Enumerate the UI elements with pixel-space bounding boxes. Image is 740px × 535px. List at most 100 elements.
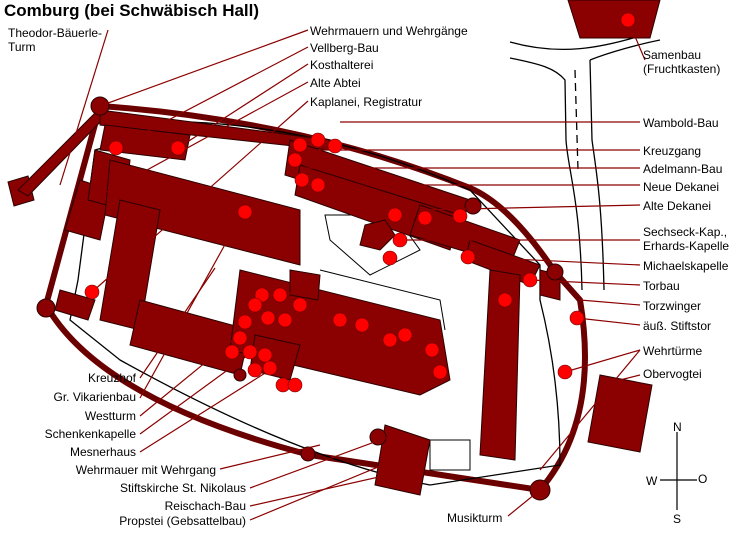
compass-south: S [673,512,682,526]
marker [237,204,253,220]
tower-ne [464,197,482,215]
label-adelmann-bau: Adelmann-Bau [643,162,723,176]
compass-north: N [673,420,682,434]
label-wambold-bau: Wambold-Bau [643,116,719,130]
label-mesnerhaus: Mesnerhaus [69,445,136,459]
marker [382,250,398,266]
marker [497,292,513,308]
building-samenbau [567,0,661,39]
label-kreuzhof: Kreuzhof [87,371,136,385]
label-wehrmauern: Wehrmauern und Wehrgänge [310,24,468,38]
marker [170,140,186,156]
marker [310,177,326,193]
marker [247,362,263,378]
marker [392,232,408,248]
markers [84,12,636,393]
stair-outline [319,269,446,331]
building-obervogtei [587,374,653,453]
label-michaelskapelle: Michaelskapelle [643,259,729,273]
tower-e [546,263,564,281]
marker [557,364,573,380]
marker [257,347,273,363]
building-kaplanei [54,289,96,321]
marker [432,364,448,380]
marker [327,138,343,154]
label-stiftskirche: Stiftskirche St. Nikolaus [119,481,246,495]
label-line: Sechseck-Kap., [643,225,728,239]
label-propstei: Propstei (Gebsattelbau) [119,514,246,528]
marker [620,12,636,28]
building-church-tower-left [289,269,321,301]
label-kreuzgang: Kreuzgang [643,144,702,158]
compass-west: W [646,474,658,488]
label-alte-abtei: Alte Abtei [310,76,361,90]
label-torzwinger: Torzwinger [643,299,702,313]
marker [272,287,288,303]
marker [460,249,476,265]
label-line: Erhards-Kapelle [643,239,730,253]
marker [387,207,403,223]
marker [108,140,124,156]
label-obervogtei: Obervogtei [643,367,702,381]
road-lines [509,35,661,291]
label-reischach-bau: Reischach-Bau [164,499,246,513]
marker [292,137,308,153]
label-aeuss-stiftstor: äuß. Stiftstor [643,319,712,333]
marker [247,297,263,313]
building-sechseck-kapelle [359,219,396,251]
label-schenkenkapelle: Schenkenkapelle [44,427,136,441]
marker [224,344,240,360]
label-neue-dekanei: Neue Dekanei [643,180,720,194]
label-gr-vikarienbau: Gr. Vikarienbau [53,390,137,404]
label-alte-dekanei: Alte Dekanei [643,199,712,213]
marker [569,310,585,326]
label-wehrtuerme: Wehrtürme [643,344,703,358]
building-stiftskirche [229,269,451,396]
label-theodor-baeuerle-turm: Theodor-Bäuerle- Turm [8,26,102,54]
marker [397,327,413,343]
compass [660,432,697,510]
marker [287,152,303,168]
compass-east: O [698,472,708,486]
label-vellberg-bau: Vellberg-Bau [310,41,379,55]
map-title: Comburg (bei Schwäbisch Hall) [4,1,260,20]
marker [84,284,100,300]
label-line: Turm [8,40,36,54]
marker [382,332,398,348]
buildings [7,0,661,496]
marker [260,310,276,326]
marker [294,172,310,188]
marker [332,312,348,328]
label-kosthalterei: Kosthalterei [310,58,374,72]
marker [232,330,248,346]
marker [277,312,293,328]
label-samenbau: Samenbau (Fruchtkasten) [643,48,720,76]
marker [522,272,538,288]
label-wehrmauer-mit-wehrgang: Wehrmauer mit Wehrgang [75,463,216,477]
marker [242,344,258,360]
building-torbau-long [479,269,521,461]
marker [310,132,326,148]
label-westturm: Westturm [84,409,136,423]
marker [292,297,308,313]
marker [287,377,303,393]
tower-s2 [300,446,316,462]
label-line: Theodor-Bäuerle- [8,26,103,40]
label-line: (Fruchtkasten) [643,62,721,76]
label-line: Samenbau [643,48,702,62]
building-reischach [374,424,431,496]
marker [354,317,370,333]
walkway-outline [429,439,471,471]
label-torbau: Torbau [643,279,680,293]
tower-w [36,298,56,318]
marker [452,208,468,224]
marker [262,360,278,376]
label-kaplanei: Kaplanei, Registratur [310,95,423,109]
label-sechseck-kapelle: Sechseck-Kap., Erhards-Kapelle [643,225,729,253]
building-kreuzgang-north [104,159,301,266]
label-musikturm: Musikturm [447,511,503,525]
marker [424,342,440,358]
marker [254,287,270,303]
